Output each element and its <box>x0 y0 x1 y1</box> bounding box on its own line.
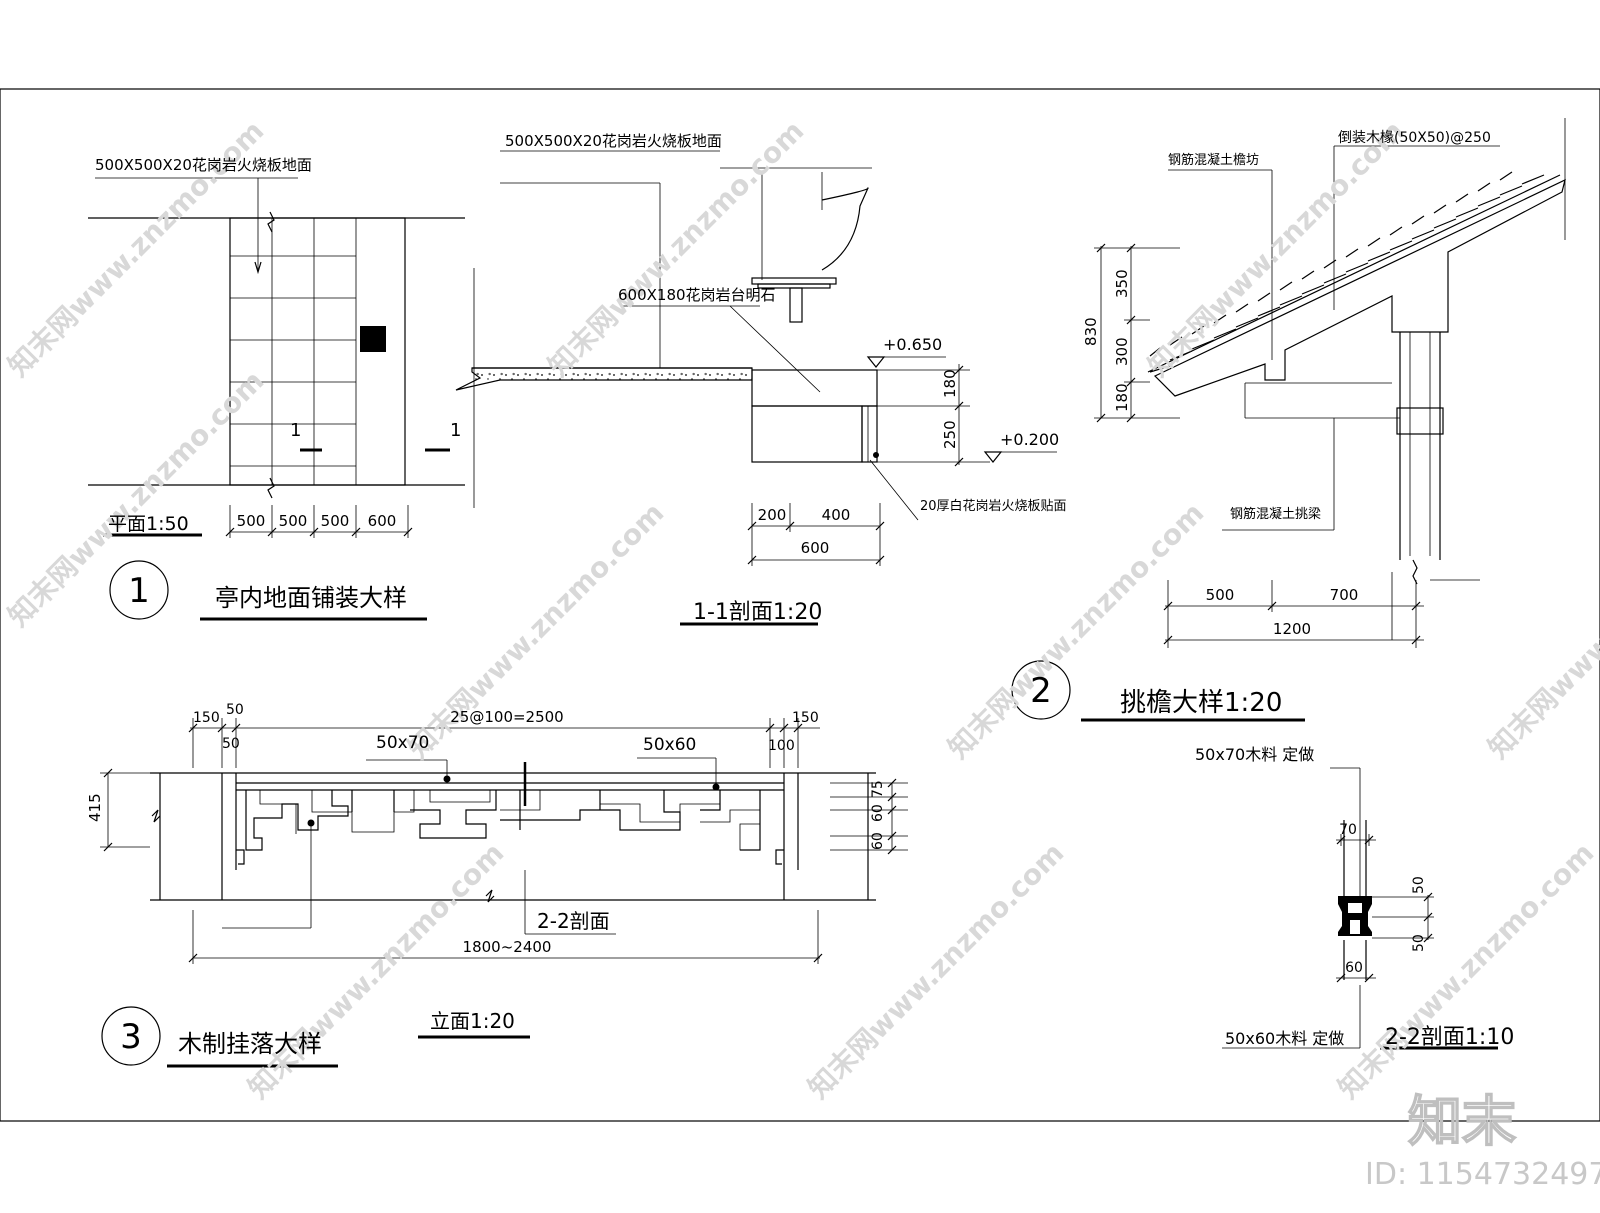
detail1-plan-scale: 平面1:50 <box>108 513 189 535</box>
watermark-text-8: 知末网www.znzmo.com <box>802 836 1071 1105</box>
detail3-dim-right-1: 75 <box>870 780 886 798</box>
section22-dim-top: 70 <box>1339 822 1357 838</box>
detail1-number-circle <box>109 560 169 620</box>
detail2-dim-v-1: 350 <box>1113 269 1131 298</box>
detail3-dim-150-left: 150 <box>193 710 220 726</box>
detail2-dim-h-1: 500 <box>1206 586 1235 604</box>
section11-dim-total: 600 <box>801 539 830 557</box>
detail2-dim-v-2: 300 <box>1113 337 1131 366</box>
drawing-frame <box>0 88 1600 1122</box>
detail3-dim-150-right: 150 <box>792 710 819 726</box>
section22-dim-right-1: 50 <box>1411 876 1427 894</box>
section22-dim-bottom: 60 <box>1345 960 1363 976</box>
detail3-dim-100: 100 <box>768 738 795 754</box>
detail2-number: 2 <box>1030 671 1052 711</box>
detail3-dim-50-top: 50 <box>226 702 244 718</box>
column-block <box>360 326 386 352</box>
section11-dim-v-1: 180 <box>941 369 959 398</box>
detail1-dim-1: 500 <box>237 512 266 530</box>
detail3-dim-bottom: 1800~2400 <box>463 938 552 956</box>
detail3-label-50x70: 50x70 <box>376 733 429 753</box>
section11-cladding-note: 20厚白花岗岩火烧板贴面 <box>920 498 1067 514</box>
detail1-paving-note: 500X500X20花岗岩火烧板地面 <box>95 156 312 174</box>
section11-dim-h-2: 400 <box>822 506 851 524</box>
detail3-number: 3 <box>120 1017 142 1057</box>
watermark-text-7: 知末网www.znzmo.com <box>242 836 511 1105</box>
section11-elev-top: +0.650 <box>883 335 942 354</box>
watermark-text-6: 知末网www.znzmo.com <box>942 496 1211 765</box>
detail1-dim-2: 500 <box>279 512 308 530</box>
section11-title: 1-1剖面1:20 <box>693 600 822 625</box>
detail3-dim-50-under: 50 <box>222 736 240 752</box>
detail3-dim-top-spacing: 25@100=2500 <box>450 708 563 726</box>
detail1-section-mark-right: 1 <box>450 420 461 441</box>
detail1-title: 亭内地面铺装大样 <box>215 584 407 612</box>
detail2-dim-total: 1200 <box>1273 620 1311 638</box>
detail2-drawing <box>1011 118 1566 722</box>
detail1-section-mark-left: 1 <box>290 420 301 441</box>
detail3-section-mark: 2-2剖面 <box>537 909 610 933</box>
detail2-note-beam: 钢筋混凝土檐坊 <box>1168 152 1259 168</box>
section11-paving-note: 500X500X20花岗岩火烧板地面 <box>505 132 722 150</box>
section11-elev-bottom: +0.200 <box>1000 430 1059 449</box>
section22-dim-right-2: 50 <box>1411 934 1427 952</box>
detail2-dim-v-total: 830 <box>1082 317 1100 346</box>
detail1-dim-3: 500 <box>321 512 350 530</box>
detail3-dim-right-2: 60 <box>870 804 886 822</box>
detail3-title: 木制挂落大样 <box>178 1030 322 1058</box>
detail3-dim-right-3: 60 <box>870 832 886 850</box>
detail2-title: 挑檐大样1:20 <box>1120 688 1282 718</box>
detail1-dim-4: 600 <box>368 512 397 530</box>
watermark-text-9: 知末网www.znzmo.com <box>1332 836 1600 1105</box>
section22-drawing <box>1222 767 1498 1050</box>
detail1-number: 1 <box>128 571 150 611</box>
brand-watermark: 知末 <box>1408 1090 1516 1153</box>
section22-bottom-note: 50x60木料 定做 <box>1225 1029 1344 1048</box>
detail3-dim-height: 415 <box>86 793 104 822</box>
watermark-text-2: 知末网www.znzmo.com <box>542 114 811 383</box>
detail2-dim-v-3: 180 <box>1113 383 1131 412</box>
detail2-dim-h-2: 700 <box>1330 586 1359 604</box>
section22-title: 2-2剖面1:10 <box>1385 1025 1514 1050</box>
watermark-text-10: 知末网www.znzmo.com <box>1482 496 1600 765</box>
detail2-note-rafter: 倒装木椽(50X50)@250 <box>1338 130 1491 146</box>
section11-dim-h-1: 200 <box>758 506 787 524</box>
section11-drawing <box>455 150 1057 626</box>
detail3-elev-scale: 立面1:20 <box>430 1009 515 1033</box>
detail2-note-cantilever: 钢筋混凝土挑梁 <box>1230 506 1321 522</box>
section11-step-note: 600X180花岗岩台明石 <box>618 286 776 304</box>
detail1-plan <box>88 177 475 621</box>
detail3-label-50x60: 50x60 <box>643 735 696 755</box>
id-watermark: ID: 1154732497 <box>1365 1157 1600 1192</box>
detail3-drawing <box>100 718 908 1068</box>
section22-top-note: 50x70木料 定做 <box>1195 745 1314 764</box>
section11-dim-v-2: 250 <box>941 420 959 449</box>
